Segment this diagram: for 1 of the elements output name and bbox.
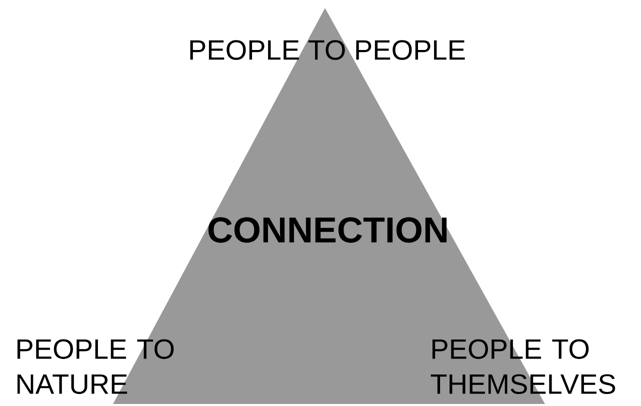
corner-label: PEOPLE TO PEOPLE (190, 40, 465, 60)
